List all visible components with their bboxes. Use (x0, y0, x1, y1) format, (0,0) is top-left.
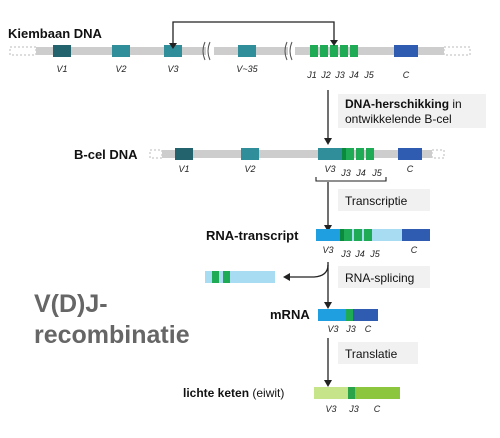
germline-v35-label: V~35 (236, 64, 258, 74)
mrna-j3-label: J3 (345, 324, 356, 334)
rna-segment-labels: V3 J3 J4 J5 C (322, 245, 417, 259)
germline-c-label: C (403, 70, 410, 80)
germline-j3-label: J3 (334, 70, 345, 80)
germline-j4-block (340, 45, 348, 57)
mrna-j3-block (346, 309, 353, 321)
germline-segment-labels: V1 V2 V3 V~35 J1 J2 J3 J4 J5 C (56, 64, 409, 80)
title-line1: V(D)J- (34, 290, 108, 318)
rna-j5-block (364, 229, 372, 241)
step-splicing-label: RNA-splicing (345, 271, 414, 285)
transcription-region-bracket (315, 177, 387, 182)
bcell-c-block (398, 148, 422, 160)
mrna-v3-block (318, 309, 346, 321)
rna-j3-label: J3 (340, 249, 351, 259)
bcell-junction-block (342, 148, 346, 160)
rna-j5-label: J5 (369, 249, 381, 259)
rna-intron-block (372, 229, 402, 241)
bcell-segment-labels: V1 V2 V3 J3 J4 J5 C (178, 164, 413, 178)
bcell-v3-label: V3 (324, 164, 335, 174)
protein-j3-block (348, 387, 355, 399)
bcell-j5-label: J5 (371, 168, 383, 178)
rna-j4-block (354, 229, 362, 241)
germline-dna-strand (9, 41, 471, 61)
germline-c-block (394, 45, 418, 57)
bcell-j3-label: J3 (340, 168, 351, 178)
protein-c-label: C (374, 404, 381, 414)
germline-j3-block (330, 45, 338, 57)
mrna-c-block (353, 309, 378, 321)
germline-v1-block (53, 45, 71, 57)
mrna-segment-labels: V3 J3 C (327, 324, 371, 334)
break-mark-2 (284, 41, 293, 61)
protein-j3-label: J3 (348, 404, 359, 414)
bcell-v1-block (175, 148, 193, 160)
protein-label: lichte keten (eiwit) (183, 386, 284, 400)
spliced-j4-block (212, 271, 219, 283)
protein-strand (314, 387, 400, 399)
step-rearrangement-line2: ontwikkelende B-cel (345, 112, 452, 126)
mrna-label: mRNA (270, 307, 310, 322)
germline-v1-label: V1 (56, 64, 67, 74)
germline-j2-label: J2 (320, 70, 331, 80)
step-box-transcription (338, 189, 430, 211)
bcell-v1-label: V1 (178, 164, 189, 174)
title-line2: recombinatie (34, 321, 190, 349)
bcell-j4-block (356, 148, 364, 160)
bcell-dna-label: B-cel DNA (74, 147, 138, 162)
germline-v3-label: V3 (167, 64, 178, 74)
mrna-v3-label: V3 (327, 324, 338, 334)
step-transcription-label: Transcriptie (345, 194, 408, 208)
protein-v3-block (314, 387, 348, 399)
rna-transcript-strand (316, 229, 430, 241)
rna-c-block (402, 229, 430, 241)
rna-j4-label: J4 (354, 249, 365, 259)
step-rearrangement-line1: DNA-herschikking in (345, 97, 462, 111)
spliced-out-fragment (205, 271, 275, 283)
protein-v3-label: V3 (325, 404, 336, 414)
bcell-dna-strand (149, 148, 445, 160)
bcell-j3-block (346, 148, 354, 160)
protein-c-block (355, 387, 400, 399)
strand-part-3 (295, 47, 444, 55)
bcell-j4-label: J4 (355, 168, 366, 178)
bcell-c-label: C (407, 164, 414, 174)
germline-v35-block (238, 45, 256, 57)
germline-j5-label: J5 (363, 70, 375, 80)
germline-j4-label: J4 (348, 70, 359, 80)
step-box-translation (338, 342, 418, 364)
bcell-v3-block (318, 148, 342, 160)
spliced-j5-block (223, 271, 230, 283)
mrna-strand (318, 309, 378, 321)
germline-dna-label: Kiembaan DNA (8, 26, 103, 41)
recombination-bracket-arrow (172, 21, 335, 43)
bracket-arrowhead-left (169, 43, 177, 49)
germline-v2-block (112, 45, 130, 57)
rna-v3-block (316, 229, 340, 241)
break-mark-1 (202, 41, 211, 61)
rna-v3-label: V3 (322, 245, 333, 255)
rna-j3-block (344, 229, 352, 241)
bcell-j5-block (366, 148, 374, 160)
germline-j1-label: J1 (306, 70, 317, 80)
step-box-rearrangement (338, 94, 486, 128)
step-translation-label: Translatie (345, 347, 398, 361)
bcell-v2-label: V2 (244, 164, 255, 174)
germline-j5-block (350, 45, 358, 57)
germline-j1-block (310, 45, 318, 57)
germline-j2-block (320, 45, 328, 57)
rna-transcript-label: RNA-transcript (206, 228, 299, 243)
mrna-c-label: C (365, 324, 372, 334)
step-box-splicing (338, 266, 430, 288)
germline-v3-block (164, 45, 182, 57)
germline-v2-label: V2 (115, 64, 126, 74)
bracket-arrowhead-right (330, 40, 338, 46)
arrow-spliced-out (290, 264, 329, 278)
rna-c-label: C (411, 245, 418, 255)
bcell-v2-block (241, 148, 259, 160)
protein-segment-labels: V3 J3 C (325, 404, 380, 414)
